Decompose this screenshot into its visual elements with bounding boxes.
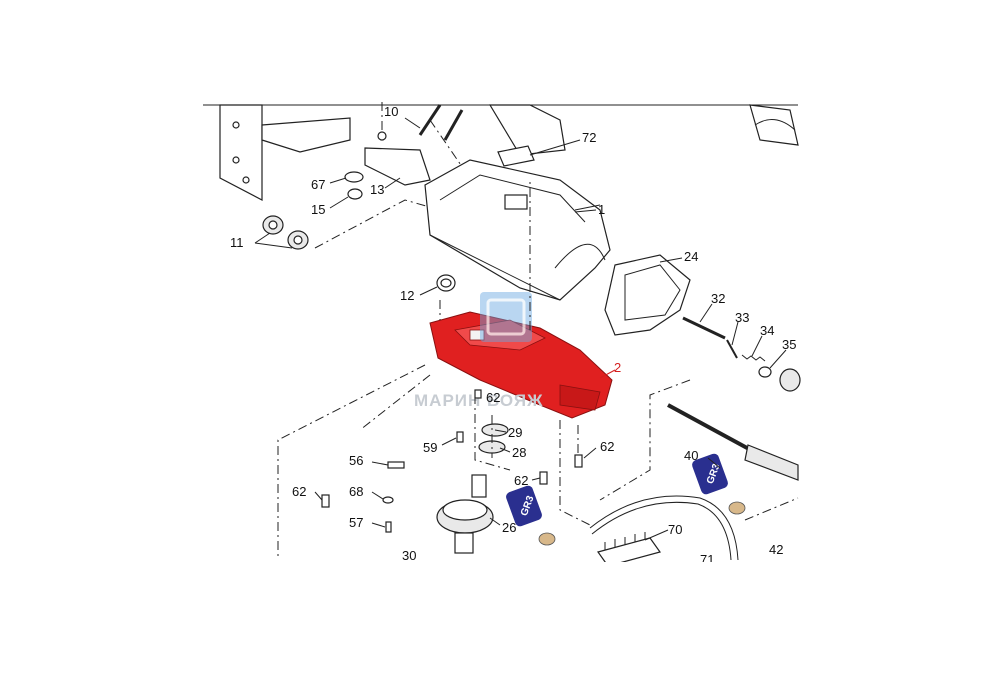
label-57: 57	[349, 515, 363, 530]
label-11: 11	[230, 235, 244, 250]
cable-71	[589, 495, 739, 561]
screw-59	[456, 431, 464, 443]
spring-34	[741, 354, 766, 362]
label-15: 15	[311, 202, 325, 217]
leader-lines	[314, 117, 787, 541]
label-59: 59	[423, 440, 437, 455]
label-67: 67	[311, 177, 325, 192]
label-42: 42	[769, 542, 783, 557]
cover-1	[424, 159, 611, 301]
label-plate-72	[497, 145, 535, 167]
cable-glands-11	[254, 215, 309, 250]
label-30: 30	[402, 548, 416, 563]
grease-tag-left: GR3	[506, 485, 556, 546]
screw-57	[385, 521, 392, 533]
label-32: 32	[711, 291, 725, 306]
label-70: 70	[668, 522, 682, 537]
label-29: 29	[508, 425, 522, 440]
pin-33	[726, 339, 738, 359]
screw-62-middle	[539, 471, 548, 485]
watermark-logo	[480, 292, 532, 342]
nut-15	[347, 188, 363, 200]
pin-56	[387, 461, 405, 469]
label-62-left: 62	[292, 484, 306, 499]
label-13: 13	[370, 182, 384, 197]
label-35: 35	[782, 337, 796, 352]
label-40: 40	[684, 448, 698, 463]
label-62-middle: 62	[514, 473, 528, 488]
label-68: 68	[349, 484, 363, 499]
label-24: 24	[684, 249, 698, 264]
label-2: 2	[614, 360, 621, 375]
shroud-24	[604, 254, 691, 336]
label-34: 34	[760, 323, 774, 338]
upper-housing-part	[488, 104, 799, 156]
motor-26	[436, 474, 494, 554]
gland-leader	[314, 199, 441, 249]
label-28: 28	[512, 445, 526, 460]
mounting-bracket	[219, 104, 351, 201]
screw-62-right	[574, 454, 583, 468]
label-33: 33	[735, 310, 749, 325]
bearing-35	[779, 368, 801, 392]
washer-68	[382, 496, 394, 504]
washer-67	[344, 171, 364, 183]
hinge-13	[364, 100, 431, 186]
label-10: 10	[384, 104, 398, 119]
screw-62-upper	[474, 389, 482, 399]
label-26: 26	[502, 520, 516, 535]
grease-tag-right: GR3	[692, 453, 746, 515]
shaft-32	[682, 316, 726, 340]
screw-62-left	[321, 494, 330, 508]
label-12: 12	[400, 288, 414, 303]
label-62-right: 62	[600, 439, 614, 454]
heatsink-70	[597, 532, 661, 567]
label-72: 72	[582, 130, 596, 145]
watermark-text: МАРИН ВОЯЖ	[414, 391, 543, 410]
label-62-upper: 62	[486, 390, 500, 405]
label-1: 1	[598, 202, 605, 217]
washer-35	[758, 366, 772, 378]
label-56: 56	[349, 453, 363, 468]
worm-shaft-40	[667, 403, 799, 481]
